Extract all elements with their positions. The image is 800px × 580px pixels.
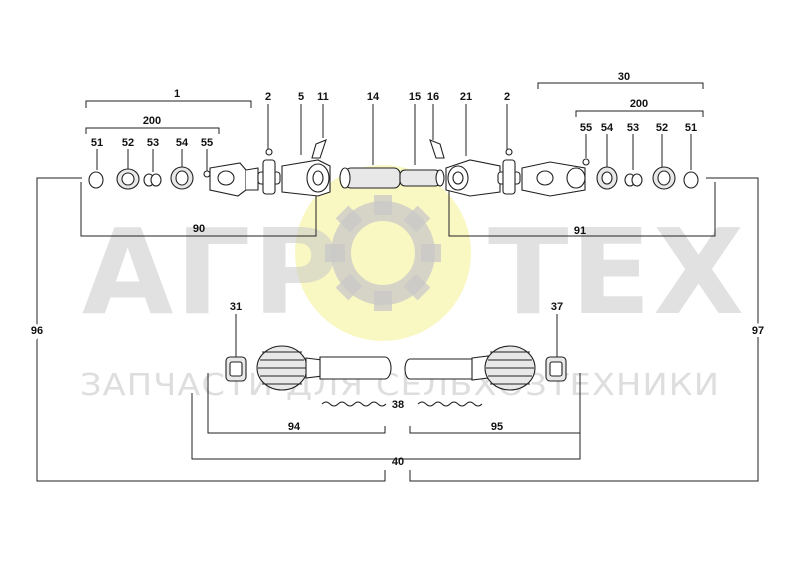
- part-2-right-cross: [497, 148, 521, 195]
- label-31: 31: [230, 301, 242, 313]
- part-15-tube-inner: [399, 169, 445, 187]
- label-91: 91: [574, 225, 586, 237]
- part-54-right-bearing: [596, 166, 618, 190]
- label-1: 1: [174, 88, 180, 100]
- label-55-left: 55: [201, 137, 213, 149]
- label-54-right: 54: [601, 122, 614, 134]
- part-51-right-ring: [683, 171, 699, 189]
- label-30: 30: [618, 71, 630, 83]
- guard-cone-right: [471, 345, 536, 391]
- part-52-left-bearing: [116, 168, 140, 190]
- part-53-right-washer: [624, 173, 643, 187]
- label-11: 11: [317, 91, 329, 103]
- part-14-tube-outer: [339, 167, 401, 189]
- part-55-right-grease-nipple: [582, 158, 590, 166]
- bracket-lines: [36, 82, 759, 482]
- guard-cone-left: [256, 345, 323, 391]
- part-2-left-cross: [257, 148, 281, 195]
- guard-tube-right: [404, 358, 476, 380]
- label-200-left: 200: [143, 115, 161, 127]
- guard-tube-left: [319, 356, 392, 380]
- label-21: 21: [460, 91, 472, 103]
- yoke-left: [209, 162, 259, 197]
- watermark: АГР ТЕХ ЗАПЧАСТИ ДЛЯ СЕЛЬХОЗТЕХНИКИ: [80, 165, 746, 403]
- watermark-gear-glow: [295, 165, 471, 341]
- label-200-right: 200: [630, 98, 648, 110]
- part-51-left-ring: [88, 171, 104, 189]
- watermark-brand-right: ТЕХ: [488, 203, 746, 341]
- label-15: 15: [409, 91, 421, 103]
- label-54-left: 54: [176, 137, 189, 149]
- part-53-left-washer: [143, 173, 162, 187]
- label-94: 94: [288, 421, 301, 433]
- label-37: 37: [551, 301, 563, 313]
- label-95: 95: [491, 421, 503, 433]
- label-90: 90: [193, 223, 205, 235]
- label-55-right: 55: [580, 122, 592, 134]
- watermark-brand-left: АГР: [82, 203, 341, 341]
- part-31-guard-bearing-left: [225, 356, 247, 382]
- label-40: 40: [392, 456, 404, 468]
- part-5-inner-yoke-left: [281, 159, 331, 197]
- label-2-right: 2: [504, 91, 510, 103]
- watermark-gear-icon: [325, 195, 441, 311]
- part-21-inner-yoke-right: [445, 159, 501, 197]
- part-16-pin-right: [429, 139, 445, 159]
- label-52-left: 52: [122, 137, 134, 149]
- part-38-chains: [321, 401, 483, 407]
- label-5: 5: [298, 91, 304, 103]
- label-97: 97: [752, 325, 764, 337]
- part-37-guard-bearing-right: [545, 356, 567, 382]
- label-2-left: 2: [265, 91, 271, 103]
- label-16: 16: [427, 91, 439, 103]
- label-53-left: 53: [147, 137, 159, 149]
- watermark-tagline: ЗАПЧАСТИ ДЛЯ СЕЛЬХОЗТЕХНИКИ: [80, 368, 720, 403]
- part-11-pin-left: [311, 139, 327, 159]
- label-51-right: 51: [685, 122, 697, 134]
- part-52-right-bearing: [652, 166, 676, 190]
- label-52-right: 52: [656, 122, 668, 134]
- callout-labels: 1 200 51 52 53 54 55 2 5 11 14 15 16 21 …: [28, 71, 767, 468]
- label-53-right: 53: [627, 122, 639, 134]
- label-38: 38: [392, 399, 404, 411]
- label-96: 96: [31, 325, 43, 337]
- label-51-left: 51: [91, 137, 103, 149]
- part-54-left-bearing: [170, 166, 194, 190]
- part-55-left-grease-nipple: [203, 170, 211, 178]
- label-14: 14: [367, 91, 380, 103]
- yoke-right: [521, 161, 586, 197]
